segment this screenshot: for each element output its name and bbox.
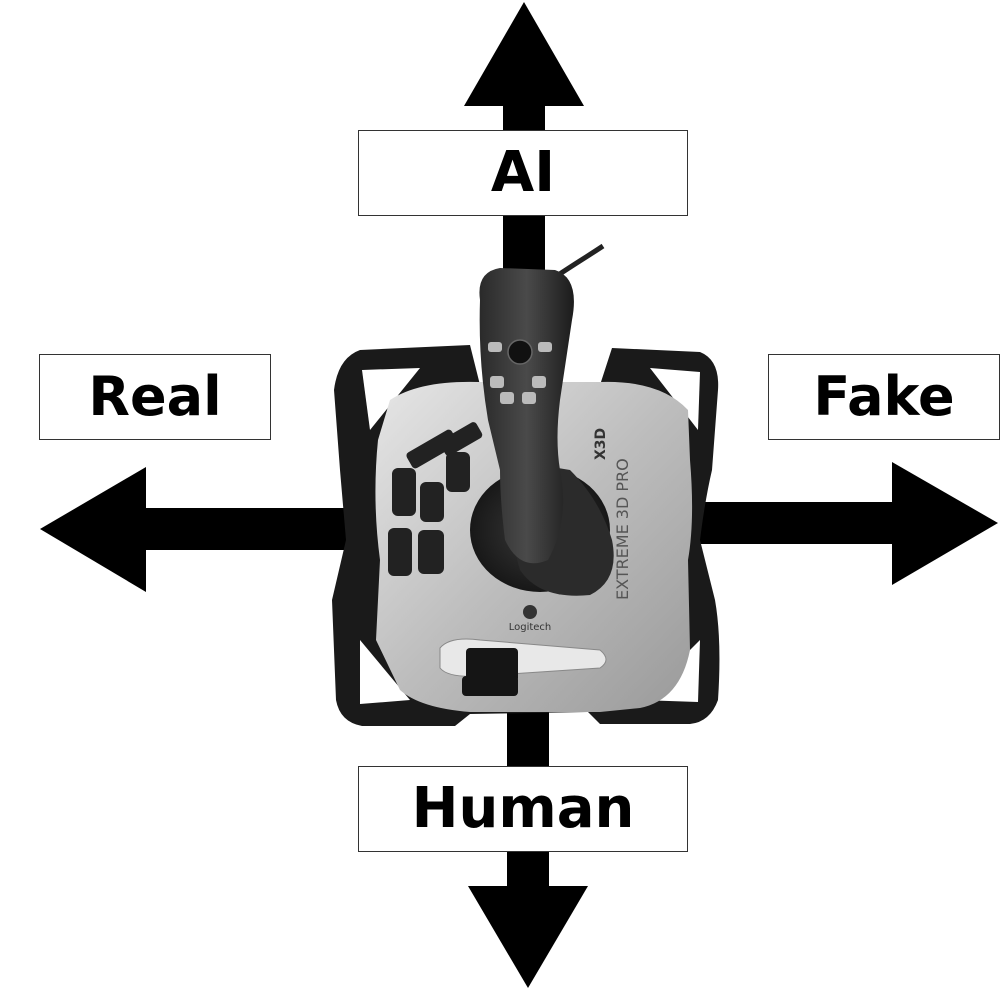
joystick-stick [470, 268, 614, 596]
label-human: Human [411, 776, 635, 841]
label-box-ai: AI [358, 130, 688, 216]
logitech-logo-icon [523, 605, 537, 619]
button-panel [388, 422, 483, 576]
label-box-real: Real [39, 354, 271, 440]
brand-text: Logitech [509, 622, 552, 633]
model-text: EXTREME 3D PRO [613, 458, 632, 600]
label-fake: Fake [813, 365, 955, 428]
arrow-left-icon [40, 467, 370, 592]
throttle [439, 638, 607, 696]
label-real: Real [88, 365, 222, 428]
label-ai: AI [490, 140, 556, 205]
arrow-right-icon [680, 462, 998, 585]
label-box-fake: Fake [768, 354, 1000, 440]
badge-text: X3D [593, 428, 609, 460]
label-box-human: Human [358, 766, 688, 852]
hat-switch-icon [507, 339, 533, 365]
